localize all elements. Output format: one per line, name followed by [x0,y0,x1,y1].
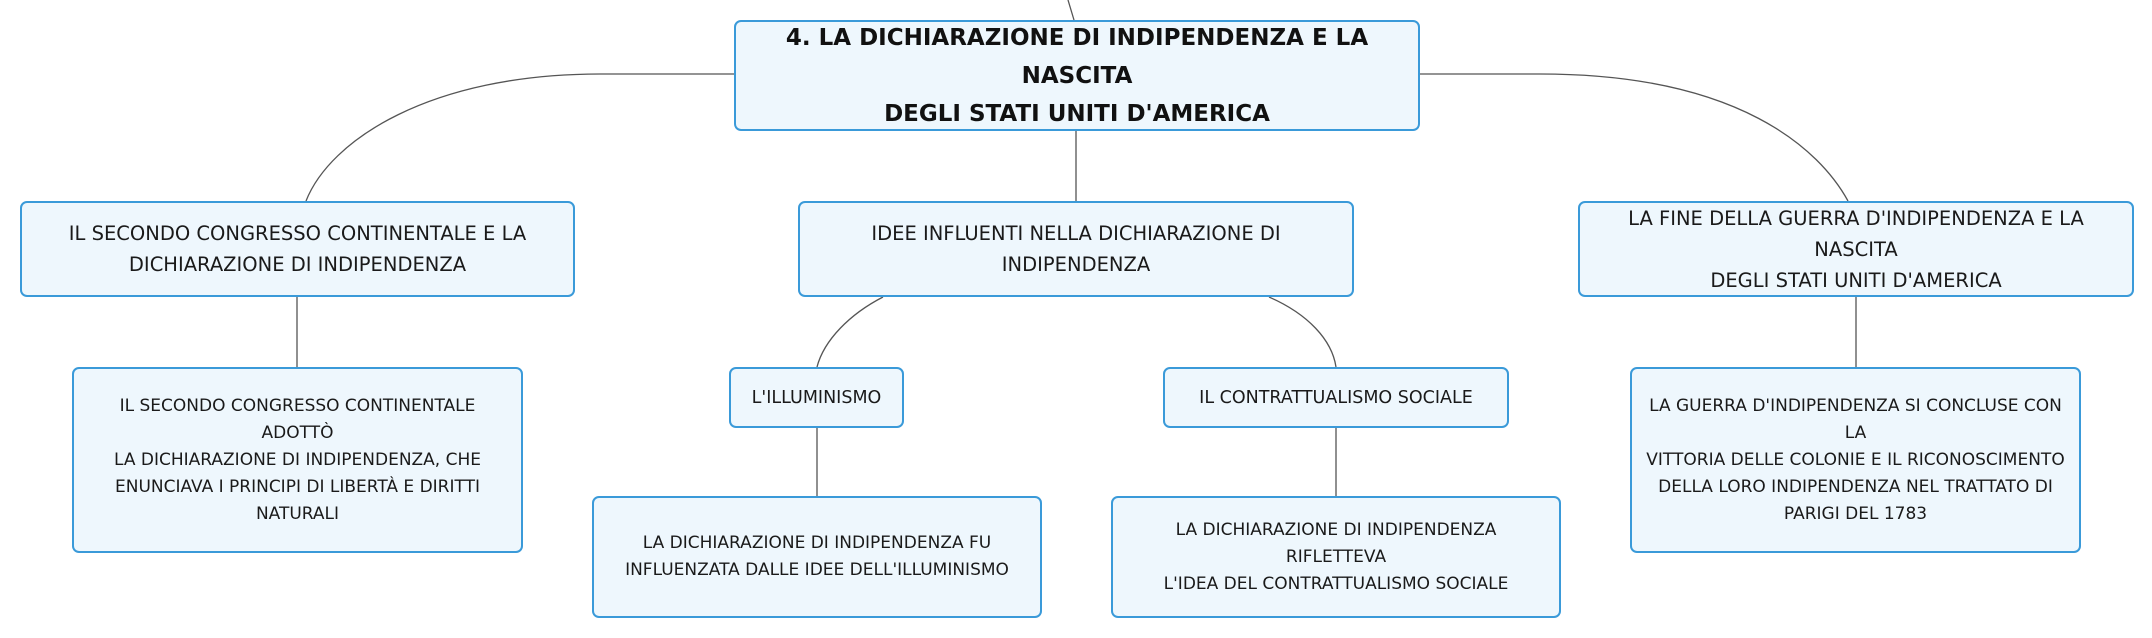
branch-label-line: IL SECONDO CONGRESSO CONTINENTALE E LA [68,222,527,245]
branch-node-secondo-congresso[interactable]: IL SECONDO CONGRESSO CONTINENTALE E LA D… [20,201,575,297]
leaf-text-line: IL SECONDO CONGRESSO CONTINENTALE ADOTTÒ [119,395,476,443]
branch-label-line: IDEE INFLUENTI NELLA DICHIARAZIONE DI IN… [871,222,1281,276]
leaf-text-line: L'IDEA DEL CONTRATTUALISMO SOCIALE [1163,573,1509,594]
leaf-text-line: NATURALI [255,503,340,524]
root-topic-line-1: 4. LA DICHIARAZIONE DI INDIPENDENZA E LA… [785,24,1369,89]
leaf-text-line: ENUNCIAVA I PRINCIPI DI LIBERTÀ E DIRITT… [114,476,480,497]
leaf-text-line: DELLA LORO INDIPENDENZA NEL TRATTATO DI [1658,476,2053,497]
subtopic-node-contrattualismo[interactable]: IL CONTRATTUALISMO SOCIALE [1163,367,1509,428]
connector-center-to-contrattualismo [1268,296,1337,368]
branch-node-fine-guerra[interactable]: LA FINE DELLA GUERRA D'INDIPENDENZA E LA… [1578,201,2134,297]
subtopic-node-illuminismo[interactable]: L'ILLUMINISMO [729,367,904,428]
branch-label-line: DEGLI STATI UNITI D'AMERICA [1710,268,2002,292]
leaf-text-line: INFLUENZATA DALLE IDEE DELL'ILLUMINISMO [625,560,1009,580]
leaf-text-line: LA GUERRA D'INDIPENDENZA SI CONCLUSE CON… [1649,395,2062,443]
leaf-text-line: LA DICHIARAZIONE DI INDIPENDENZA, CHE [113,449,482,470]
branch-label-line: DICHIARAZIONE DI INDIPENDENZA [128,253,467,276]
leaf-text-line: VITTORIA DELLE COLONIE E IL RICONOSCIMEN… [1646,449,2065,470]
branch-node-idee-influenti[interactable]: IDEE INFLUENTI NELLA DICHIARAZIONE DI IN… [798,201,1354,297]
leaf-text-line: LA DICHIARAZIONE DI INDIPENDENZA FU [642,533,992,553]
root-topic-line-2: DEGLI STATI UNITI D'AMERICA [884,100,1270,127]
connector-root-to-left-branch [305,73,734,202]
subtopic-label: L'ILLUMINISMO [751,387,882,408]
leaf-text-line: PARIGI DEL 1783 [1783,503,1928,524]
root-topic-node[interactable]: 4. LA DICHIARAZIONE DI INDIPENDENZA E LA… [734,20,1420,131]
branch-label-line: LA FINE DELLA GUERRA D'INDIPENDENZA E LA… [1628,206,2084,261]
leaf-node-fine-guerra[interactable]: LA GUERRA D'INDIPENDENZA SI CONCLUSE CON… [1630,367,2081,553]
connector-from-parent [1067,0,1075,21]
subtopic-label: IL CONTRATTUALISMO SOCIALE [1199,387,1473,408]
leaf-node-contrattualismo[interactable]: LA DICHIARAZIONE DI INDIPENDENZA RIFLETT… [1111,496,1561,618]
connector-root-to-right-branch [1420,73,1849,202]
connector-center-to-illuminismo [816,296,884,368]
leaf-node-illuminismo[interactable]: LA DICHIARAZIONE DI INDIPENDENZA FU INFL… [592,496,1042,618]
leaf-node-secondo-congresso[interactable]: IL SECONDO CONGRESSO CONTINENTALE ADOTTÒ… [72,367,523,553]
leaf-text-line: LA DICHIARAZIONE DI INDIPENDENZA RIFLETT… [1175,519,1497,567]
